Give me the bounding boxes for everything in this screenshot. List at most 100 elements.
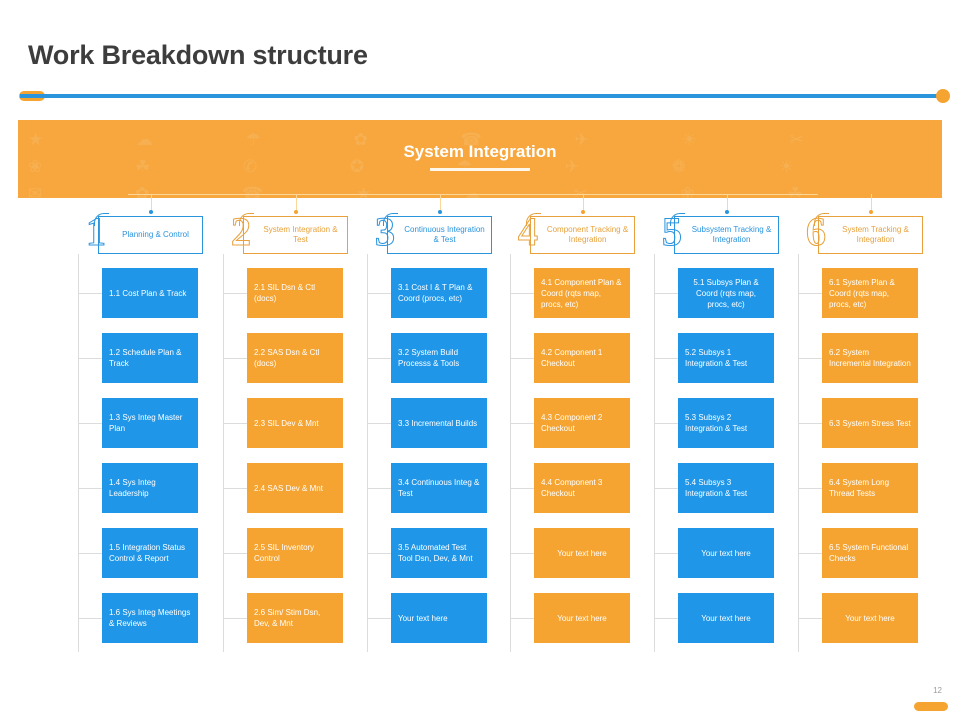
column-numeral-6: 6	[806, 209, 827, 254]
wbs-node[interactable]: 4.4 Component 3 Checkout	[534, 463, 630, 513]
column-numeral-3: 3	[375, 209, 396, 254]
node-connector-stub	[654, 618, 678, 619]
node-connector-stub	[367, 618, 391, 619]
column-header-box[interactable]: Planning & Control	[98, 216, 203, 254]
node-connector-stub	[654, 488, 678, 489]
wbs-node[interactable]: 6.3 System Stress Test	[822, 398, 918, 448]
wbs-node[interactable]: 2.6 Sim/ Stim Dsn, Dev, & Mnt	[247, 593, 343, 643]
node-connector-stub	[78, 358, 102, 359]
column-header-box[interactable]: Subsystem Tracking & Integration	[674, 216, 779, 254]
footer-accent-pill	[914, 702, 948, 711]
header-hook-icon	[383, 213, 398, 226]
wbs-node[interactable]: 4.1 Component Plan & Coord (rqts map, pr…	[534, 268, 630, 318]
wbs-node[interactable]: 6.2 System Incremental Integration	[822, 333, 918, 383]
wbs-node[interactable]: 1.4 Sys Integ Leadership	[102, 463, 198, 513]
header-hook-icon	[239, 213, 254, 226]
node-connector-stub	[510, 293, 534, 294]
wbs-node[interactable]: 6.4 System Long Thread Tests	[822, 463, 918, 513]
wbs-node[interactable]: 1.3 Sys Integ Master Plan	[102, 398, 198, 448]
wbs-node[interactable]: 4.3 Component 2 Checkout	[534, 398, 630, 448]
node-connector-stub	[223, 553, 247, 554]
column-trunk-line	[654, 254, 655, 652]
wbs-node[interactable]: 3.4 Continuous Integ & Test	[391, 463, 487, 513]
wbs-node[interactable]: 3.1 Cost I & T Plan & Coord (procs, etc)	[391, 268, 487, 318]
wbs-node[interactable]: Your text here	[534, 593, 630, 643]
node-connector-stub	[510, 553, 534, 554]
column-trunk-line	[367, 254, 368, 652]
banner-title: System Integration	[403, 142, 557, 161]
wbs-node[interactable]: 5.3 Subsys 2 Integration & Test	[678, 398, 774, 448]
column-numeral-1: 1	[86, 209, 107, 254]
divider-right-dot-icon	[936, 89, 950, 103]
connector-dot-icon	[581, 210, 585, 214]
wbs-node[interactable]: 1.2 Schedule Plan & Track	[102, 333, 198, 383]
wbs-node[interactable]: 3.2 System Build Processs & Tools	[391, 333, 487, 383]
column-trunk-line	[223, 254, 224, 652]
connector-dot-icon	[725, 210, 729, 214]
column-header-box[interactable]: System Integration & Test	[243, 216, 348, 254]
wbs-node[interactable]: 1.5 Integration Status Control & Report	[102, 528, 198, 578]
node-connector-stub	[798, 488, 822, 489]
wbs-node[interactable]: 2.4 SAS Dev & Mnt	[247, 463, 343, 513]
column-numeral-5: 5	[662, 209, 683, 254]
node-connector-stub	[223, 423, 247, 424]
wbs-node[interactable]: Your text here	[534, 528, 630, 578]
wbs-node[interactable]: 5.4 Subsys 3 Integration & Test	[678, 463, 774, 513]
wbs-node[interactable]: 6.5 System Functional Checks	[822, 528, 918, 578]
page-title: Work Breakdown structure	[28, 40, 368, 70]
node-connector-stub	[223, 293, 247, 294]
node-connector-stub	[223, 488, 247, 489]
node-connector-stub	[654, 553, 678, 554]
node-connector-stub	[78, 423, 102, 424]
node-connector-stub	[798, 293, 822, 294]
wbs-node[interactable]: 3.5 Automated Test Tool Dsn, Dev, & Mnt	[391, 528, 487, 578]
node-connector-stub	[510, 358, 534, 359]
node-connector-stub	[798, 423, 822, 424]
connector-drop	[296, 194, 297, 210]
wbs-node[interactable]: 2.1 SIL Dsn & Ctl (docs)	[247, 268, 343, 318]
node-connector-stub	[798, 618, 822, 619]
wbs-node[interactable]: 1.1 Cost Plan & Track	[102, 268, 198, 318]
wbs-node[interactable]: 3.3 Incremental Builds	[391, 398, 487, 448]
node-connector-stub	[78, 618, 102, 619]
column-trunk-line	[510, 254, 511, 652]
node-connector-stub	[223, 618, 247, 619]
node-connector-stub	[654, 293, 678, 294]
root-banner: ★ ☁ ☂ ✿ ☎ ✈ ☀ ✂ ❀ ☘ ✆ ✪ ☂ ✈ ❁ ☀ ✉ ✿ ☎ ★ …	[18, 120, 942, 198]
node-connector-stub	[367, 423, 391, 424]
node-connector-stub	[510, 488, 534, 489]
column-header-box[interactable]: Continuous Integration & Test	[387, 216, 492, 254]
wbs-node[interactable]: 2.2 SAS Dsn & Ctl (docs)	[247, 333, 343, 383]
wbs-node[interactable]: 5.1 Subsys Plan & Coord (rqts map, procs…	[678, 268, 774, 318]
connector-dot-icon	[438, 210, 442, 214]
column-trunk-line	[78, 254, 79, 652]
column-trunk-line	[798, 254, 799, 652]
header-hook-icon	[814, 213, 829, 226]
connector-drop	[151, 194, 152, 210]
column-numeral-4: 4	[518, 209, 539, 254]
wbs-node[interactable]: Your text here	[822, 593, 918, 643]
column-header-box[interactable]: Component Tracking & Integration	[530, 216, 635, 254]
wbs-node[interactable]: 6.1 System Plan & Coord (rqts map, procs…	[822, 268, 918, 318]
node-connector-stub	[367, 488, 391, 489]
banner-underline	[430, 168, 530, 171]
node-connector-stub	[510, 423, 534, 424]
node-connector-stub	[798, 358, 822, 359]
title-divider	[0, 88, 960, 106]
wbs-node[interactable]: 5.2 Subsys 1 Integration & Test	[678, 333, 774, 383]
wbs-node[interactable]: 4.2 Component 1 Checkout	[534, 333, 630, 383]
wbs-node[interactable]: 2.5 SIL Inventory Control	[247, 528, 343, 578]
node-connector-stub	[798, 553, 822, 554]
node-connector-stub	[367, 293, 391, 294]
node-connector-stub	[654, 358, 678, 359]
header-hook-icon	[526, 213, 541, 226]
connector-drop	[871, 194, 872, 210]
connector-dot-icon	[869, 210, 873, 214]
column-header-box[interactable]: System Tracking & Integration	[818, 216, 923, 254]
connector-drop	[440, 194, 441, 210]
wbs-node[interactable]: 1.6 Sys Integ Meetings & Reviews	[102, 593, 198, 643]
wbs-node[interactable]: 2.3 SIL Dev & Mnt	[247, 398, 343, 448]
wbs-node[interactable]: Your text here	[678, 528, 774, 578]
wbs-node[interactable]: Your text here	[391, 593, 487, 643]
wbs-node[interactable]: Your text here	[678, 593, 774, 643]
